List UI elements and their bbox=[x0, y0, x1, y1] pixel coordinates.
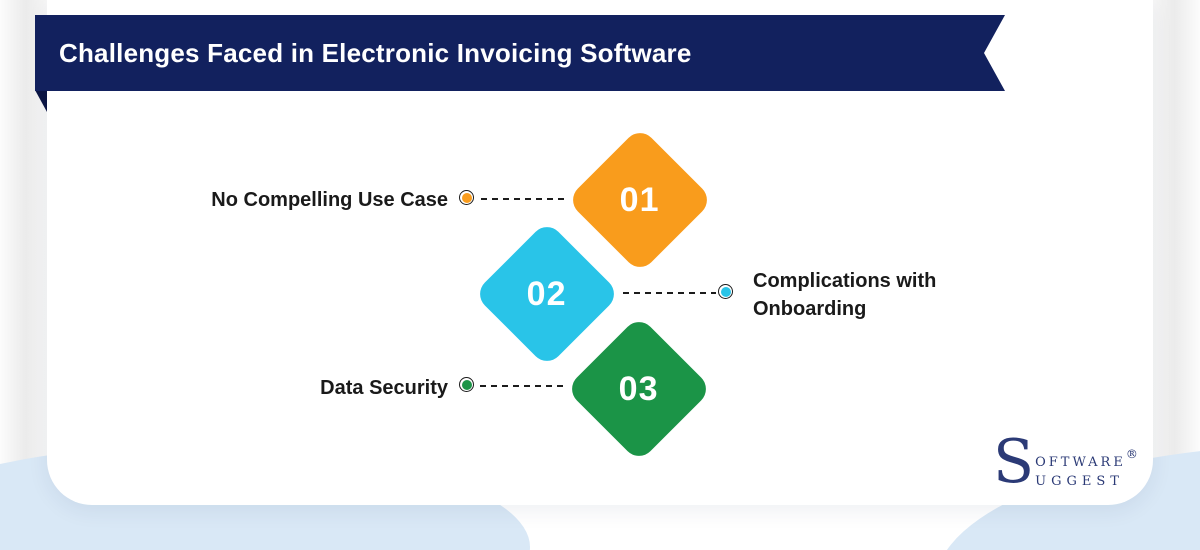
connector-bullet-02 bbox=[718, 284, 733, 299]
item-label-02: Complications with Onboarding bbox=[753, 270, 937, 320]
logo-word-bottom: uggest bbox=[1035, 469, 1124, 490]
logo-word-top: oftware® bbox=[1035, 445, 1138, 470]
item-label-03: Data Security bbox=[320, 377, 448, 399]
connector-dot-03 bbox=[461, 379, 472, 390]
connector-line-02 bbox=[623, 292, 716, 294]
connector-dot-02 bbox=[720, 286, 731, 297]
connector-bullet-01 bbox=[459, 190, 474, 205]
item-label-01: No Compelling Use Case bbox=[211, 189, 448, 211]
registered-trademark-symbol: ® bbox=[1125, 447, 1138, 461]
softwaresuggest-logo: S oftware® uggest bbox=[993, 427, 1138, 497]
logo-word-top-text: oftware bbox=[1035, 450, 1126, 471]
connector-line-03 bbox=[480, 385, 565, 387]
connector-line-01 bbox=[481, 198, 568, 200]
diamond-01-number: 01 bbox=[620, 180, 660, 219]
diamond-02-number: 02 bbox=[527, 274, 567, 313]
connector-dot-01 bbox=[461, 192, 472, 203]
title-ribbon: Challenges Faced in Electronic Invoicing… bbox=[35, 15, 1005, 91]
logo-initial: S bbox=[993, 427, 1035, 497]
page-title: Challenges Faced in Electronic Invoicing… bbox=[59, 37, 692, 68]
diamond-03-number: 03 bbox=[619, 369, 659, 408]
connector-bullet-03 bbox=[459, 377, 474, 392]
logo-wordmark: oftware® uggest bbox=[1035, 437, 1138, 489]
